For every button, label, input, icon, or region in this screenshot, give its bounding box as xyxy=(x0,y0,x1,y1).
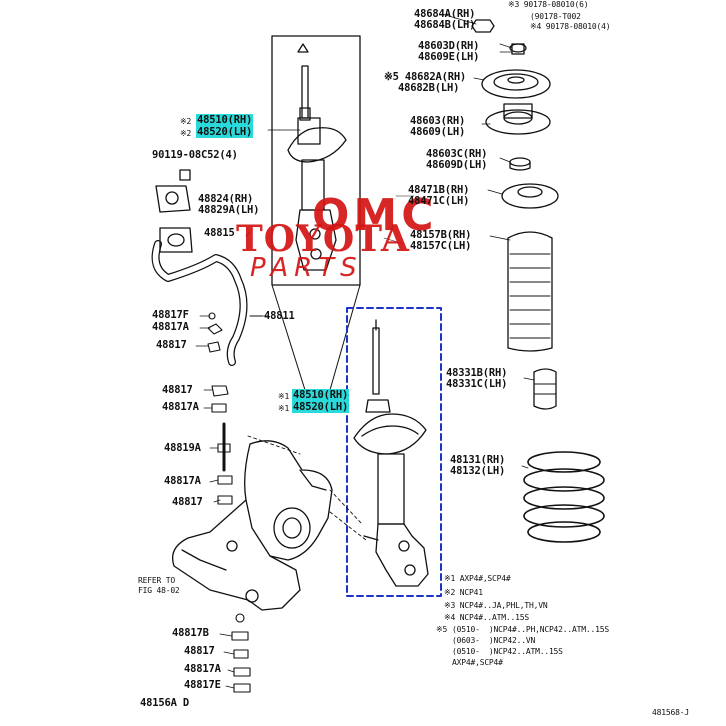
watermark-parts: PARTS xyxy=(250,253,363,283)
label-48815: 48815 xyxy=(204,227,235,239)
note-mark-5: ※5 xyxy=(436,625,448,634)
label-48817e: 48817E xyxy=(184,679,221,691)
label-48471b: 48471B(RH) xyxy=(408,184,470,196)
label-48817b: 48817B xyxy=(172,627,209,639)
label-48811: 48811 xyxy=(264,310,295,322)
label-48609: 48609(LH) xyxy=(410,126,466,138)
label-48817a-4: 48817A xyxy=(184,663,221,675)
label-note-90178-4: ※4 90178-08010(4) xyxy=(530,22,611,31)
stabilizer-bar-drawing xyxy=(151,169,263,366)
leader-lines xyxy=(195,13,535,689)
label-90119: 90119-08C52(4) xyxy=(152,149,238,161)
label-48471c: 48471C(LH) xyxy=(408,195,470,207)
label-mark-2b: ※2 xyxy=(180,129,192,138)
label-48157c: 48157C(LH) xyxy=(410,240,472,252)
note-5b: (0603- )NCP42..VN xyxy=(452,636,536,645)
label-48682b: 48682B(LH) xyxy=(398,82,460,94)
shock-absorber-drawing xyxy=(353,319,429,587)
watermark-toyota: TOYOTA xyxy=(236,218,410,260)
label-48829: 48829A(LH) xyxy=(198,204,260,216)
label-48684b: 48684B(LH) xyxy=(414,19,476,31)
label-48331c: 48331C(LH) xyxy=(446,378,508,390)
steering-knuckle-drawing xyxy=(171,435,367,611)
label-48157b: 48157B(RH) xyxy=(410,229,472,241)
label-48510-mid: 48510(RH) xyxy=(292,389,350,401)
label-48132: 48132(LH) xyxy=(450,465,506,477)
label-48682a: ※5 48682A(RH) xyxy=(384,71,467,83)
label-48609d: 48609D(LH) xyxy=(426,159,488,171)
label-fig-48-02: FIG 48-02 xyxy=(138,586,180,595)
label-48824: 48824(RH) xyxy=(198,193,254,205)
note-4: ※4 NCP4#..ATM..15S xyxy=(444,613,529,622)
label-mark-2a: ※2 xyxy=(180,117,192,126)
note-5a: (0510- )NCP4#..PH,NCP42..ATM..15S xyxy=(452,625,609,634)
label-48520-mid: 48520(LH) xyxy=(292,401,350,413)
label-mark-1a: ※1 xyxy=(278,392,290,401)
note-1: ※1 AXP4#,SCP4# xyxy=(444,574,511,583)
label-48817-4: 48817 xyxy=(184,645,215,657)
label-48819a: 48819A xyxy=(164,442,201,454)
watermark-omc: OMC xyxy=(312,190,438,241)
label-48817a-1: 48817A xyxy=(152,321,189,333)
label-48603c: 48603C(RH) xyxy=(426,148,488,160)
note-3: ※3 NCP4#..JA,PHL,TH,VN xyxy=(444,601,548,610)
label-48817a-3: 48817A xyxy=(164,475,201,487)
label-48131: 48131(RH) xyxy=(450,454,506,466)
label-note-90178-6: ※3 90178-08010(6) xyxy=(508,0,589,9)
strut-detail-box xyxy=(271,35,361,391)
label-48603d: 48603D(RH) xyxy=(418,40,480,52)
label-48520-top: 48520(LH) xyxy=(196,126,254,138)
label-48684a: 48684A(RH) xyxy=(414,8,476,20)
label-mark-1b: ※1 xyxy=(278,404,290,413)
label-48156a: 48156A D xyxy=(140,697,189,709)
label-refer-to: REFER TO xyxy=(138,576,175,585)
label-48510-top: 48510(RH) xyxy=(196,114,254,126)
figure-code: 481568-J xyxy=(652,708,689,717)
label-48817-1: 48817 xyxy=(156,339,187,351)
note-5c: (0510- )NCP42..ATM..15S xyxy=(452,647,563,656)
nuts-and-washers xyxy=(207,312,251,693)
coil-spring xyxy=(523,451,605,543)
label-90178-t002: (90178-T002 xyxy=(530,12,581,21)
label-48609e: 48609E(LH) xyxy=(418,51,480,63)
label-48817a-2: 48817A xyxy=(162,401,199,413)
label-48817-2: 48817 xyxy=(162,384,193,396)
selected-strut-box xyxy=(346,307,442,597)
label-48603: 48603(RH) xyxy=(410,115,466,127)
label-48817f: 48817F xyxy=(152,309,189,321)
label-48331b: 48331B(RH) xyxy=(446,367,508,379)
upper-mount-parts xyxy=(471,19,559,410)
label-48817-3: 48817 xyxy=(172,496,203,508)
note-2: ※2 NCP41 xyxy=(444,588,483,597)
note-5d: AXP4#,SCP4# xyxy=(452,658,503,667)
